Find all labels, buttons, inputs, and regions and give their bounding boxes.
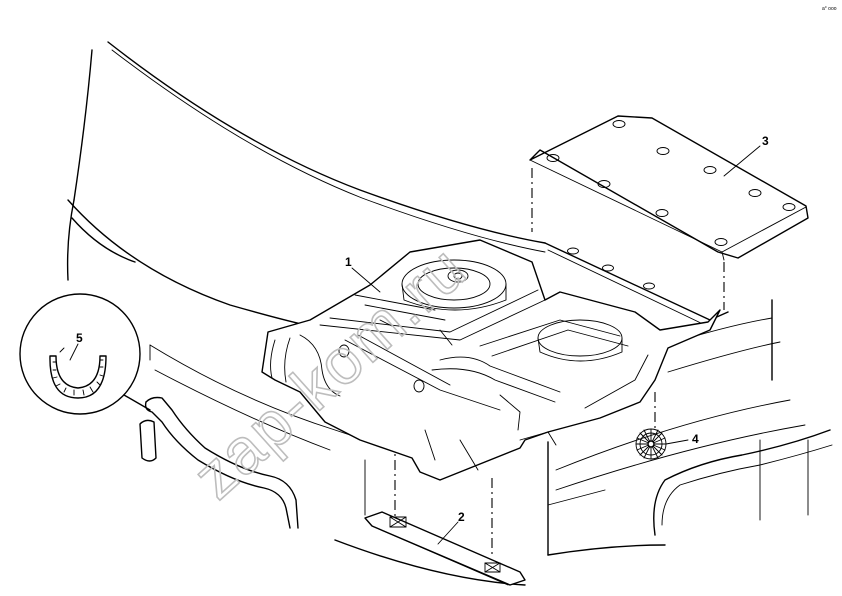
cargo-floor-panel-part xyxy=(261,239,721,481)
leader-lines xyxy=(69,145,761,545)
detail-view-bubble xyxy=(19,293,151,415)
exhaust-hose xyxy=(139,396,299,529)
callout-1: 1 xyxy=(345,255,352,269)
alignment-lines xyxy=(394,168,725,556)
right-body-side xyxy=(547,299,833,556)
callout-5: 5 xyxy=(76,331,83,345)
callout-3: 3 xyxy=(762,134,769,148)
callout-4: 4 xyxy=(692,432,699,446)
callout-2: 2 xyxy=(458,510,465,524)
clip-nut-part xyxy=(635,428,667,460)
corner-mark: a° ooo xyxy=(822,6,837,12)
heat-shield-plate-part xyxy=(364,511,526,586)
cover-plate-part xyxy=(529,115,809,261)
cover-plate-holes xyxy=(546,120,796,246)
